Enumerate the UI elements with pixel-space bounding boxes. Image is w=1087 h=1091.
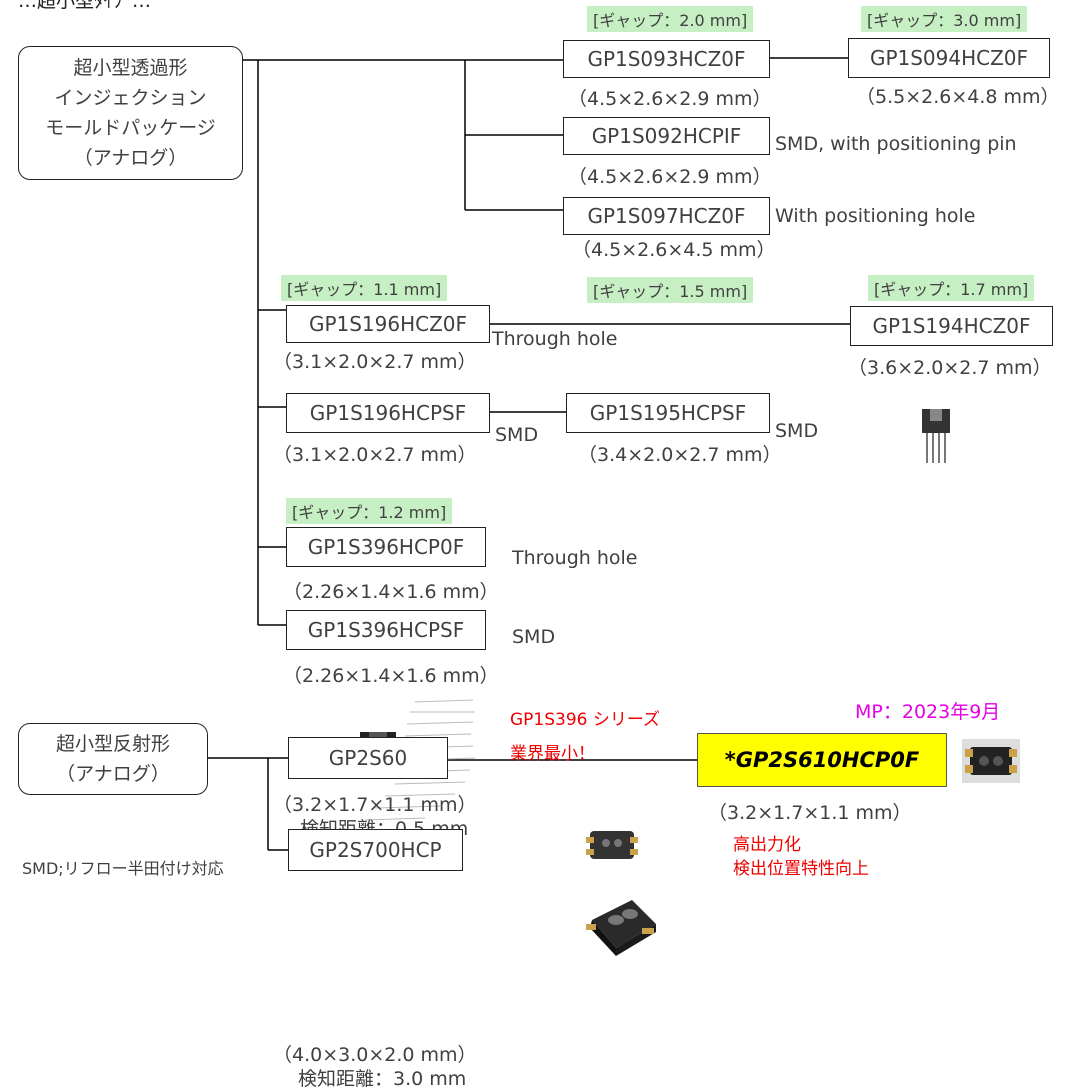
feature-position: 検出位置特性向上 bbox=[733, 859, 869, 879]
detection-distance: 検知距離：3.0 mm bbox=[298, 1068, 467, 1090]
part-dimensions: （3.2×1.7×1.1 mm） bbox=[708, 802, 912, 824]
reflow-note: SMD;リフロー半田付け対応 bbox=[22, 859, 224, 878]
part-note: SMD, with positioning pin bbox=[775, 133, 1017, 155]
part-gp1s094hcz0f: GP1S094HCZ0F bbox=[848, 38, 1050, 78]
part-gp1s097hcz0f: GP1S097HCZ0F bbox=[563, 197, 770, 235]
part-note: Through hole bbox=[492, 328, 618, 350]
part-note: Through hole bbox=[512, 547, 638, 569]
part-gp1s396hcp0f: GP1S396HCP0F bbox=[286, 527, 486, 567]
series-callout: GP1S396 シリーズ bbox=[510, 710, 661, 730]
part-note: With positioning hole bbox=[775, 205, 976, 227]
part-gp1s196hcz0f: GP1S196HCZ0F bbox=[286, 305, 490, 343]
smallest-callout: 業界最小！ bbox=[510, 744, 595, 764]
part-dimensions: （5.5×2.6×4.8 mm） bbox=[856, 86, 1060, 108]
part-gp1s194hcz0f: GP1S194HCZ0F bbox=[850, 306, 1053, 346]
part-dimensions: （3.1×2.0×2.7 mm） bbox=[273, 444, 477, 466]
part-gp1s396hcpsf: GP1S396HCPSF bbox=[286, 610, 486, 650]
part-dimensions: （4.5×2.6×2.9 mm） bbox=[568, 88, 772, 110]
category-reflective: 超小型反射形 （アナログ） bbox=[18, 723, 208, 795]
part-gp1s196hcpsf: GP1S196HCPSF bbox=[286, 393, 490, 433]
gap-label: [ギャップ：1.5 mm] bbox=[587, 277, 754, 303]
part-dimensions: （3.6×2.0×2.7 mm） bbox=[848, 357, 1052, 379]
part-gp2s610hcp0f: *GP2S610HCP0F bbox=[697, 733, 947, 787]
category-transmissive: 超小型透過形 インジェクション モールドパッケージ （アナログ） bbox=[18, 46, 243, 180]
gap-label: [ギャップ：1.2 mm] bbox=[286, 498, 453, 524]
gp1s194-photo bbox=[922, 409, 950, 463]
part-note: SMD bbox=[495, 424, 539, 446]
part-dimensions: （2.26×1.4×1.6 mm） bbox=[283, 581, 499, 603]
gap-label: [ギャップ：1.7 mm] bbox=[868, 275, 1035, 301]
part-dimensions: （3.4×2.0×2.7 mm） bbox=[578, 444, 782, 466]
page-title: …超小型ﾀｲﾌﾟ… bbox=[18, 0, 152, 12]
part-dimensions: （4.5×2.6×2.9 mm） bbox=[568, 166, 772, 188]
feature-output: 高出力化 bbox=[733, 835, 801, 855]
part-gp1s195hcpsf: GP1S195HCPSF bbox=[566, 393, 770, 433]
part-gp1s092hcpif: GP1S092HCPIF bbox=[563, 117, 770, 155]
part-dimensions: （4.5×2.6×4.5 mm） bbox=[572, 239, 776, 261]
part-gp2s700hcp: GP2S700HCP bbox=[288, 829, 463, 871]
gap-label: [ギャップ：1.1 mm] bbox=[281, 275, 448, 301]
part-dimensions: （3.2×1.7×1.1 mm） bbox=[273, 794, 477, 816]
part-dimensions: （2.26×1.4×1.6 mm） bbox=[283, 665, 499, 687]
part-note: SMD bbox=[512, 626, 556, 648]
gp2s60-photo bbox=[586, 831, 638, 859]
part-note: SMD bbox=[775, 420, 819, 442]
part-gp2s60: GP2S60 bbox=[288, 737, 448, 779]
part-gp1s093hcz0f: GP1S093HCZ0F bbox=[563, 40, 770, 78]
part-dimensions: （3.1×2.0×2.7 mm） bbox=[273, 351, 477, 373]
gap-label: [ギャップ：2.0 mm] bbox=[587, 6, 754, 32]
gp2s700-photo bbox=[586, 900, 656, 956]
gp2s610-photo bbox=[962, 739, 1020, 783]
mp-date: MP：2023年9月 bbox=[855, 701, 1001, 723]
part-dimensions: （4.0×3.0×2.0 mm） bbox=[273, 1044, 477, 1066]
gap-label: [ギャップ：3.0 mm] bbox=[861, 6, 1028, 32]
